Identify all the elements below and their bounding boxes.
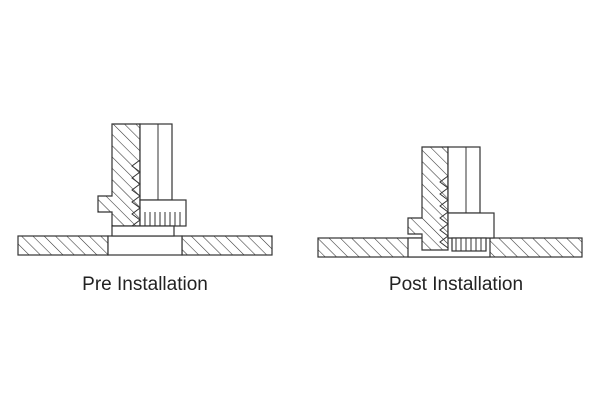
post-installation-caption: Post Installation [388,274,524,295]
pre-nut-flange [139,199,187,227]
post-nut-body-right [447,146,481,214]
post-nut-flange [447,212,495,239]
pre-thread [131,159,141,227]
post-installation-figure [317,146,583,258]
pre-sheet-hole [107,235,183,256]
pre-installation-figure [17,123,273,256]
pre-installation-caption: Pre Installation [82,274,208,295]
pre-nut-body-section [97,123,141,227]
pre-sheet-left [17,235,109,256]
pre-nut-shank [111,225,175,237]
post-nut-body-section [407,146,449,251]
pre-sheet-right [181,235,273,256]
pre-knurl [144,212,181,226]
post-knurl [455,238,482,251]
post-thread [439,175,449,249]
pre-nut-body-right [139,123,173,201]
